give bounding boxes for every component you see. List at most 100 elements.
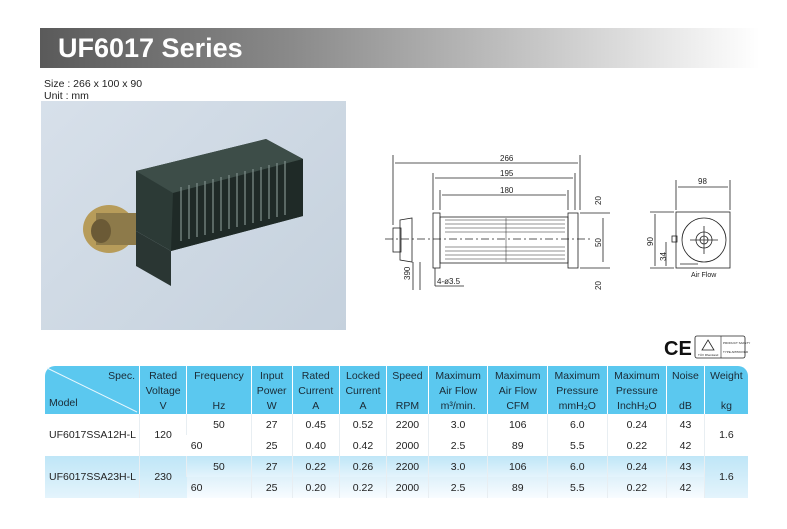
header-l1: Noise — [672, 370, 699, 382]
value-cell: 2.5 — [427, 477, 488, 498]
value-cell: 50 — [186, 456, 252, 477]
column-header: Weight kg — [703, 366, 748, 414]
tuv-label: TÜV Rheinland — [698, 353, 719, 357]
model-label: Model — [49, 397, 78, 409]
value-cell: 0.22 — [606, 435, 667, 456]
model-cell: UF6017SSA23H-L — [45, 456, 140, 498]
value-cell: 0.22 — [606, 477, 667, 498]
value-cell: 27 — [250, 456, 293, 477]
model-cell: UF6017SSA12H-L — [49, 429, 136, 441]
value-cell: 0.40 — [291, 435, 340, 456]
header-l1: Locked — [346, 370, 380, 382]
value-cell: 60 — [186, 477, 252, 498]
dim-bottom: 20 — [594, 281, 603, 290]
value-cell: 0.52 — [338, 414, 387, 435]
spec-label: Spec. — [108, 370, 135, 382]
header-unit: A — [312, 400, 320, 412]
dim-height-mid: 50 — [594, 238, 603, 247]
header-l1: Speed — [392, 370, 423, 382]
header-unit: Hz — [212, 400, 226, 412]
value-cell: 0.26 — [338, 456, 387, 477]
header-unit: mmH₂O — [558, 400, 596, 412]
header-unit: m³/min. — [440, 400, 476, 412]
header-l2 — [389, 384, 426, 399]
value-cell: 0.22 — [291, 456, 340, 477]
ce-mark: CE — [664, 338, 692, 360]
value-cell: 106 — [487, 456, 548, 477]
dim-lead: 390 — [403, 266, 412, 280]
page-title: UF6017 Series — [58, 33, 243, 63]
value-cell: 3.0 — [427, 414, 488, 435]
value-cell: 5.5 — [547, 435, 608, 456]
header-l1: Rated — [149, 370, 178, 382]
value-cell: 27 — [250, 414, 293, 435]
header-l2: Air Flow — [498, 385, 537, 397]
header-l1: Weight — [710, 370, 743, 382]
header-unit: V — [159, 400, 167, 412]
voltage-cell: 230 — [138, 456, 187, 498]
dim-side-height: 90 — [646, 237, 655, 246]
header-l2 — [707, 384, 746, 399]
dim-mid: 195 — [500, 169, 514, 178]
header-unit: W — [266, 400, 277, 412]
value-cell: 0.20 — [291, 477, 340, 498]
dim-holes: 4-ø3.5 — [437, 277, 461, 286]
value-cell: 42 — [666, 477, 705, 498]
product-photo — [41, 101, 346, 330]
unit-text: Unit : mm — [44, 90, 89, 102]
dim-overall: 266 — [500, 154, 514, 163]
header-unit: A — [359, 400, 367, 412]
value-cell: 106 — [487, 414, 548, 435]
header-l1: Maximum — [554, 370, 601, 382]
header-l1: Maximum — [494, 370, 541, 382]
value-cell: 3.0 — [427, 456, 488, 477]
header-l2: Power — [256, 385, 287, 397]
certifications: CE TÜV Rheinland PRODUCT SAFETY TYPE APP… — [662, 333, 752, 366]
header-unit: dB — [679, 400, 692, 412]
header-l2 — [669, 384, 702, 399]
value-cell: 0.24 — [606, 456, 667, 477]
dim-side-axis: 34 — [659, 252, 668, 261]
voltage-cell: 120 — [138, 414, 187, 456]
header-unit: RPM — [395, 400, 420, 412]
corner-header: Spec. Model — [45, 366, 140, 414]
value-cell: 0.22 — [338, 477, 387, 498]
airflow-label: Air Flow — [691, 272, 717, 279]
dim-side-width: 98 — [698, 177, 707, 186]
value-cell: 0.45 — [291, 414, 340, 435]
header-l1: Maximum — [435, 370, 481, 382]
header-l1: Input — [259, 370, 284, 382]
weight-cell: 1.6 — [703, 414, 748, 456]
value-cell: 2200 — [386, 456, 429, 477]
header-unit: InchH₂O — [617, 400, 657, 412]
header-unit: kg — [720, 400, 732, 412]
size-text: Size : 266 x 100 x 90 — [44, 78, 143, 90]
header-l2: Voltage — [145, 385, 181, 397]
value-cell: 6.0 — [547, 456, 608, 477]
value-cell: 50 — [186, 414, 252, 435]
value-cell: 25 — [250, 477, 293, 498]
header-l1: Maximum — [614, 370, 660, 382]
value-cell: 25 — [250, 435, 293, 456]
tuv-type: TYPE APPROVED — [723, 350, 749, 354]
value-cell: 2000 — [386, 435, 429, 456]
header-l2: Pressure — [556, 385, 599, 397]
value-cell: 2000 — [386, 477, 429, 498]
header-l1: Frequency — [194, 370, 244, 382]
tuv-safety: PRODUCT SAFETY — [723, 341, 750, 345]
